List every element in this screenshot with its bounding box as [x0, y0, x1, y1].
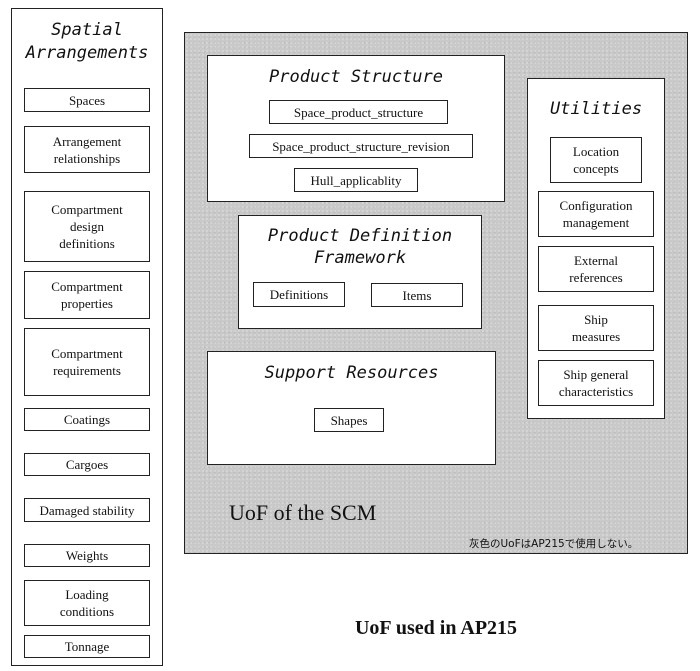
- uof-location-concepts: Location concepts: [550, 137, 642, 183]
- uof-definitions: Definitions: [253, 282, 345, 307]
- uof-tonnage: Tonnage: [24, 635, 150, 658]
- uof-arrangement-relationships: Arrangement relationships: [24, 126, 150, 173]
- uof-external-references: External references: [538, 246, 654, 292]
- spatial-arrangements-panel: Spatial Arrangements Spaces Arrangement …: [11, 8, 163, 666]
- product-definition-framework-title-line2: Framework: [313, 248, 407, 268]
- spatial-arrangements-title-line1: Spatial: [51, 20, 123, 40]
- uof-loading-conditions: Loading conditions: [24, 580, 150, 626]
- uof-space-product-structure-revision: Space_product_structure_revision: [249, 134, 473, 158]
- uof-items: Items: [371, 283, 463, 307]
- scm-panel: Product Structure Space_product_structur…: [184, 32, 688, 554]
- uof-shapes: Shapes: [314, 408, 384, 432]
- uof-ship-general-characteristics: Ship general characteristics: [538, 360, 654, 406]
- product-definition-framework-group: Product Definition Framework Definitions…: [238, 215, 482, 329]
- uof-coatings: Coatings: [24, 408, 150, 431]
- uof-hull-applicablity: Hull_applicablity: [294, 168, 418, 192]
- uof-spaces: Spaces: [24, 88, 150, 112]
- uof-ship-measures: Ship measures: [538, 305, 654, 351]
- support-resources-group: Support Resources Shapes: [207, 351, 496, 465]
- utilities-group: Utilities Location concepts Configuratio…: [527, 78, 665, 419]
- uof-compartment-requirements: Compartment requirements: [24, 328, 150, 396]
- support-resources-title: Support Resources: [264, 363, 439, 383]
- product-definition-framework-title-line1: Product Definition: [267, 226, 453, 246]
- uof-space-product-structure: Space_product_structure: [269, 100, 448, 124]
- uof-compartment-design-definitions: Compartment design definitions: [24, 191, 150, 262]
- product-structure-title: Product Structure: [269, 67, 443, 87]
- spatial-arrangements-title-line2: Arrangements: [25, 43, 149, 63]
- uof-weights: Weights: [24, 544, 150, 567]
- uof-damaged-stability: Damaged stability: [24, 498, 150, 522]
- figure-caption: UoF used in AP215: [354, 617, 518, 639]
- uof-compartment-properties: Compartment properties: [24, 271, 150, 319]
- scm-panel-label: UoF of the SCM: [229, 500, 377, 525]
- utilities-title: Utilities: [549, 99, 643, 119]
- uof-cargoes: Cargoes: [24, 453, 150, 476]
- scm-panel-note: 灰色のUoFはAP215で使用しない。: [469, 538, 639, 550]
- uof-configuration-management: Configuration management: [538, 191, 654, 237]
- product-structure-group: Product Structure Space_product_structur…: [207, 55, 505, 202]
